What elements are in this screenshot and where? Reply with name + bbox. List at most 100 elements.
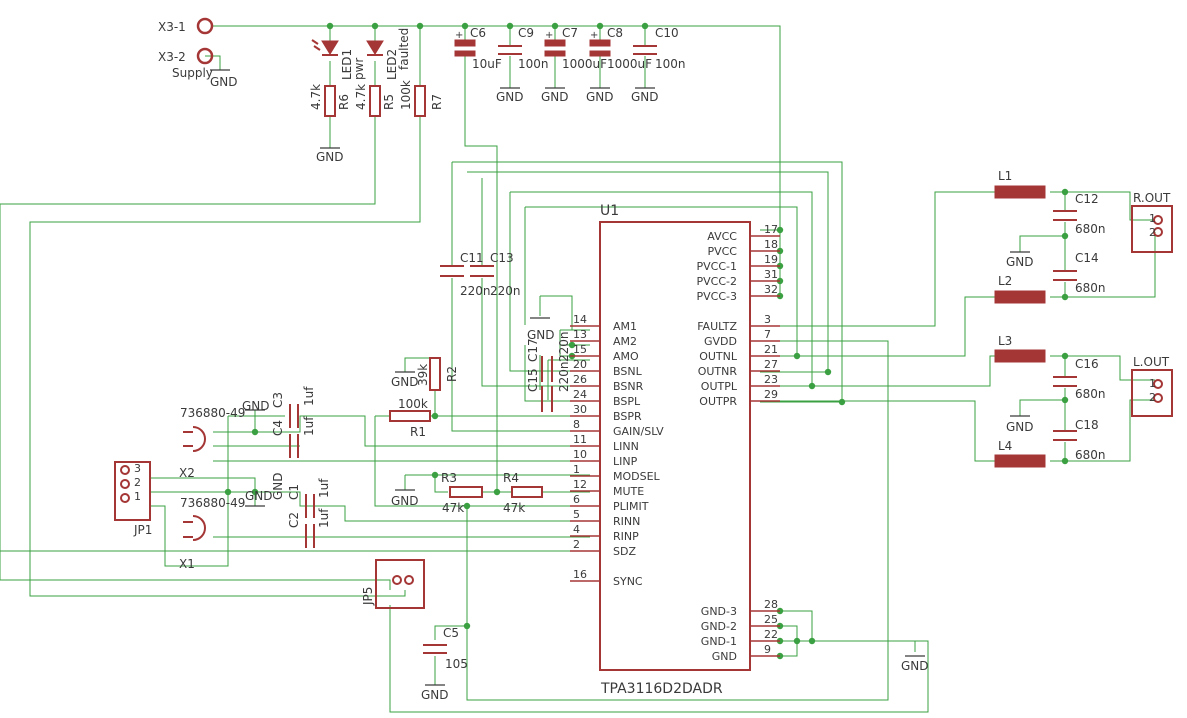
chip-pin-number: 1: [573, 463, 580, 476]
chip-pin-name: PVCC-1: [697, 260, 738, 273]
inductor-l4: L4: [994, 439, 1046, 468]
capacitor-c8: + C8 1000uF GND: [586, 26, 652, 104]
jp5-label: JP5: [361, 587, 375, 606]
capacitor-c1: C1 1uf: [287, 478, 331, 518]
chip-pin-number: 21: [764, 343, 778, 356]
gnd-label: GND: [210, 75, 238, 89]
resistor-r1: 100k R1: [389, 397, 431, 439]
jp1-pin2: 2: [134, 476, 141, 489]
chip-pin-name: MODSEL: [613, 470, 661, 483]
capacitor-c6: + C6 10uF: [454, 26, 502, 71]
chip-pin-number: 31: [764, 268, 778, 281]
chip-pin-number: 6: [573, 493, 580, 506]
gnd-label: GND: [245, 489, 273, 503]
c8-value: 1000uF: [607, 57, 652, 71]
c3-name: C3: [271, 392, 285, 408]
r7-name: R7: [430, 94, 444, 110]
gnd-label: GND: [421, 688, 449, 702]
chip-pin-name: GND-3: [701, 605, 737, 618]
chip-pin-name: AM1: [613, 320, 637, 333]
chip-part: TPA3116D2DADR: [600, 681, 723, 697]
chip-pin-number: 2: [573, 538, 580, 551]
c4-name: C4: [271, 420, 285, 436]
c5-value: 105: [445, 657, 468, 671]
chip-pin-name: BSNL: [613, 365, 643, 378]
chip-pin-number: 13: [573, 328, 587, 341]
r6-name: R6: [337, 94, 351, 110]
gnd-out: GND GND GND: [901, 251, 1034, 673]
gnd-label: GND: [391, 494, 419, 508]
gnd-label: GND: [631, 90, 659, 104]
chip-pin-name: PVCC-3: [697, 290, 738, 303]
chip-pin-number: 4: [573, 523, 580, 536]
chip-pin-name: PLIMIT: [613, 500, 649, 513]
supply-label: Supply: [172, 66, 213, 80]
capacitor-c16: C16 680n: [1053, 357, 1106, 401]
c14-value: 680n: [1075, 281, 1106, 295]
led2: LED2 faulted: [366, 28, 411, 80]
output-connector-l: 1 2 L.OUT: [1131, 355, 1173, 417]
r7-value: 100k: [399, 80, 413, 110]
rca-x1: 736880-49 X1: [179, 496, 245, 571]
resistor-r2: 39k R2 GND: [391, 357, 459, 391]
chip-pin-name: FAULTZ: [697, 320, 737, 333]
resistor-r4: R4 47k: [503, 471, 543, 515]
led1: LED1 pwr: [311, 39, 366, 80]
chip-pin-number: 23: [764, 373, 778, 386]
chip-pin-number: 27: [764, 358, 778, 371]
r2-value: 39k: [416, 364, 430, 386]
chip-pin-name: PVCC-2: [697, 275, 738, 288]
c14-name: C14: [1075, 251, 1099, 265]
gnd-label: GND: [527, 328, 555, 342]
l1-label: L1: [998, 169, 1012, 183]
capacitor-c2: C2 1uf: [287, 508, 331, 548]
chip-pin-number: 12: [573, 478, 587, 491]
r6-value: 4.7k: [309, 84, 323, 110]
r1-name: R1: [410, 425, 426, 439]
chip-pin-number: 15: [573, 343, 587, 356]
chip-pin-number: 9: [764, 643, 771, 656]
l2-label: L2: [998, 274, 1012, 288]
input-connector-jp1: 3 2 1 JP1: [114, 461, 152, 537]
capacitor-c14: C14 680n: [1053, 251, 1106, 295]
chip-pin-name: RINP: [613, 530, 639, 543]
gnd-label: GND: [901, 659, 929, 673]
inductor-l3: L3: [994, 334, 1046, 363]
capacitor-c18: C18 680n: [1053, 418, 1106, 462]
chip-pin-number: 22: [764, 628, 778, 641]
chip-pin-name: OUTPL: [701, 380, 738, 393]
resistor-r5: 4.7k R5: [354, 84, 396, 117]
chip-pin-name: RINN: [613, 515, 640, 528]
chip-pin-name: BSNR: [613, 380, 644, 393]
c7-name: C7: [562, 26, 578, 40]
c16-value: 680n: [1075, 387, 1106, 401]
r2-name: R2: [445, 366, 459, 382]
c13-value: 220n: [490, 284, 521, 298]
chip-pin-name: AMO: [613, 350, 639, 363]
chip-pin-name: SDZ: [613, 545, 636, 558]
chip-u1: U1 TPA3116D2DADR AM114AM213AMO15BSNL20BS…: [570, 203, 780, 697]
r4-name: R4: [503, 471, 519, 485]
chip-pin-name: GND-2: [701, 620, 737, 633]
l-out-label: L.OUT: [1133, 355, 1170, 369]
led1-text: pwr: [352, 58, 366, 80]
capacitor-c5: C5 105 GND: [421, 626, 468, 702]
c8-name: C8: [607, 26, 623, 40]
x3-2-label: X3-2: [158, 50, 186, 64]
chip-pin-number: 3: [764, 313, 771, 326]
connector-jp5: JP5: [361, 559, 425, 609]
c2-value: 1uf: [317, 508, 331, 528]
plus-sign: +: [590, 30, 598, 41]
r3-name: R3: [441, 471, 457, 485]
chip-pin-name: GAIN/SLV: [613, 425, 664, 438]
chip-pin-number: 5: [573, 508, 580, 521]
chip-pin-number: 19: [764, 253, 778, 266]
chip-pin-number: 29: [764, 388, 778, 401]
c3-value: 1uf: [302, 386, 316, 406]
x1-part: 736880-49: [180, 496, 245, 510]
r3-value: 47k: [442, 501, 464, 515]
x3-1-pad: [196, 17, 214, 35]
gnd-label: GND: [316, 150, 344, 164]
c1-value: 1uf: [317, 478, 331, 498]
c12-name: C12: [1075, 192, 1099, 206]
